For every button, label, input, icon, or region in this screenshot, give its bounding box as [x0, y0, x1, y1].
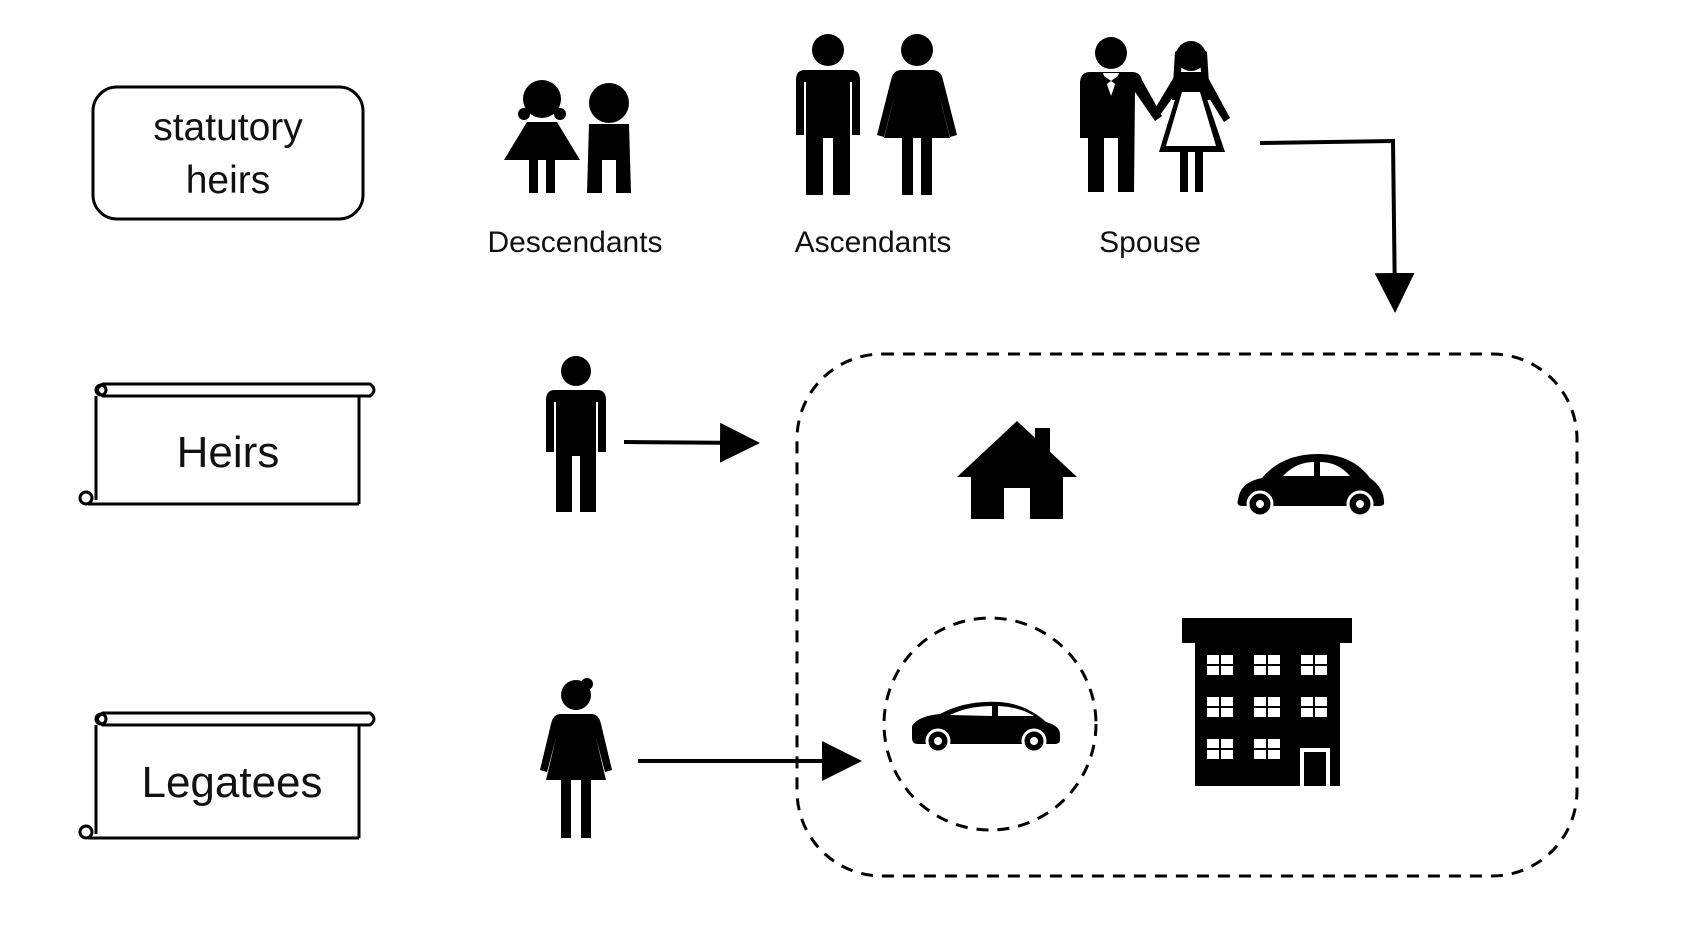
beetle-car-icon	[1237, 454, 1385, 518]
window-pane	[1254, 750, 1266, 759]
sedan-car-icon	[912, 701, 1060, 754]
legatees-label: Legatees	[141, 758, 322, 807]
window-pane	[1254, 708, 1266, 717]
scroll-icon	[78, 382, 376, 506]
spouse-label: Spouse	[1099, 226, 1201, 259]
window-pane	[1207, 739, 1219, 748]
window-pane	[1268, 666, 1280, 675]
statutory-heirs-label-line2: heirs	[186, 159, 271, 202]
window-pane	[1221, 739, 1233, 748]
statutory-heirs-label-line1: statutory	[153, 106, 303, 149]
window-pane	[1268, 697, 1280, 706]
window-pane	[1254, 739, 1266, 748]
woman-icon	[877, 34, 957, 195]
window-pane	[1315, 666, 1327, 675]
house-icon	[957, 421, 1077, 519]
man-icon	[796, 34, 860, 195]
legacy-boundary	[882, 616, 1098, 832]
bride-icon	[1153, 41, 1230, 192]
window-pane	[1301, 666, 1313, 675]
groom-icon	[1080, 37, 1162, 192]
window-pane	[1221, 750, 1233, 759]
window-pane	[1221, 655, 1233, 664]
window-pane	[1301, 708, 1313, 717]
window-pane	[1207, 708, 1219, 717]
apartment-building-icon	[1182, 618, 1352, 786]
window-pane	[1207, 655, 1219, 664]
window-pane	[1268, 750, 1280, 759]
heir-to-estate-arrow	[623, 422, 760, 463]
descendants-label: Descendants	[487, 226, 662, 259]
window-pane	[1268, 739, 1280, 748]
window-pane	[1254, 697, 1266, 706]
window-pane	[1221, 708, 1233, 717]
ascendants-label: Ascendants	[795, 226, 952, 259]
window-pane	[1268, 708, 1280, 717]
window-pane	[1268, 655, 1280, 664]
legatee-person-icon	[540, 678, 612, 838]
spouse-to-estate-arrow	[1259, 138, 1415, 313]
window-pane	[1221, 697, 1233, 706]
scroll-icon	[78, 711, 376, 840]
window-pane	[1254, 666, 1266, 675]
window-pane	[1315, 697, 1327, 706]
window-pane	[1301, 655, 1313, 664]
heirs-label: Heirs	[177, 428, 280, 477]
window-pane	[1301, 697, 1313, 706]
window-pane	[1221, 666, 1233, 675]
window-pane	[1315, 708, 1327, 717]
heir-person-icon	[546, 356, 606, 512]
heirs-scroll	[78, 382, 376, 506]
window-pane	[1207, 750, 1219, 759]
window-pane	[1207, 697, 1219, 706]
window-pane	[1254, 655, 1266, 664]
estate-boundary	[795, 352, 1579, 878]
window-pane	[1315, 655, 1327, 664]
boy-icon	[587, 83, 631, 193]
girl-icon	[504, 80, 580, 193]
statutory-heirs-box: statutory heirs	[91, 85, 365, 221]
legatees-scroll	[78, 711, 376, 840]
window-pane	[1207, 666, 1219, 675]
